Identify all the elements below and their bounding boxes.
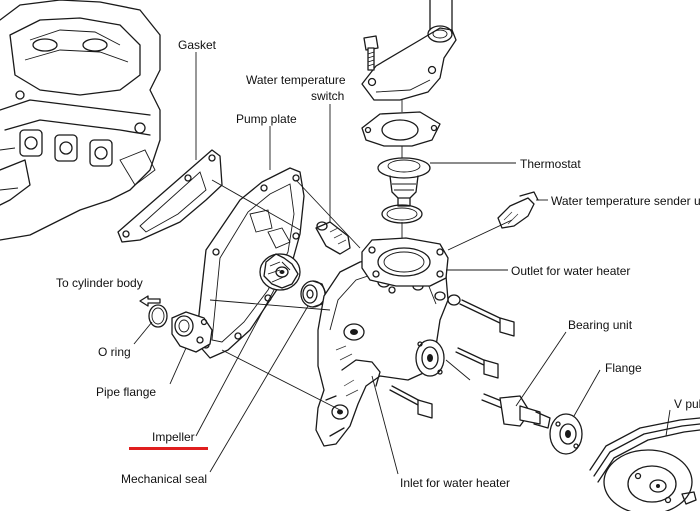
water-temperature-switch-label-line2: switch: [311, 89, 345, 103]
thermostat-gasket-drawing: [361, 111, 441, 147]
thermostat-housing-drawing: [361, 237, 449, 287]
water-temperature-sender-label: Water temperature sender u: [551, 194, 700, 208]
to-cylinder-body-label: To cylinder body: [56, 276, 143, 290]
thermostat-drawing: [377, 157, 431, 207]
pump-plate-label: Pump plate: [236, 112, 297, 126]
gasket-label: Gasket: [178, 38, 217, 52]
o-ring-label: O ring: [98, 345, 131, 359]
thermostat-cover-drawing: [361, 0, 457, 101]
pump-bolts-drawing: [389, 291, 515, 419]
v-pulley-drawing: [589, 417, 700, 511]
gasket-drawing: [117, 149, 223, 243]
water-temperature-switch-drawing: [315, 221, 351, 255]
o-ring-drawing: [148, 304, 168, 328]
flange-label: Flange: [605, 361, 642, 375]
mechanical-seal-label: Mechanical seal: [121, 472, 208, 486]
thermostat-label: Thermostat: [520, 157, 581, 171]
bearing-unit-label: Bearing unit: [568, 318, 633, 332]
cylinder-head-drawing: [0, 0, 161, 241]
top-bolt-drawing: [363, 35, 379, 71]
impeller-label: Impeller: [152, 430, 195, 444]
water-temperature-switch-label-line1: Water temperature: [246, 73, 346, 87]
impeller-drawing: [259, 253, 301, 291]
pipe-flange-drawing: [171, 311, 213, 353]
pipe-flange-label: Pipe flange: [96, 385, 157, 399]
to-cylinder-body-arrow: [139, 295, 161, 307]
assembly-lines: [209, 100, 471, 411]
thermostat-o-ring-drawing: [381, 204, 423, 224]
outlet-water-heater-label: Outlet for water heater: [511, 264, 631, 278]
water-temperature-sender-drawing: [497, 191, 539, 229]
bearing-unit-drawing: [481, 393, 551, 429]
water-pump-body-drawing: [315, 257, 449, 447]
inlet-water-heater-label: Inlet for water heater: [400, 476, 511, 490]
flange-drawing: [549, 413, 583, 455]
impeller-highlight-underline: [129, 447, 208, 450]
leader-lines: [133, 52, 671, 475]
v-pulley-label: V pul: [674, 397, 700, 411]
